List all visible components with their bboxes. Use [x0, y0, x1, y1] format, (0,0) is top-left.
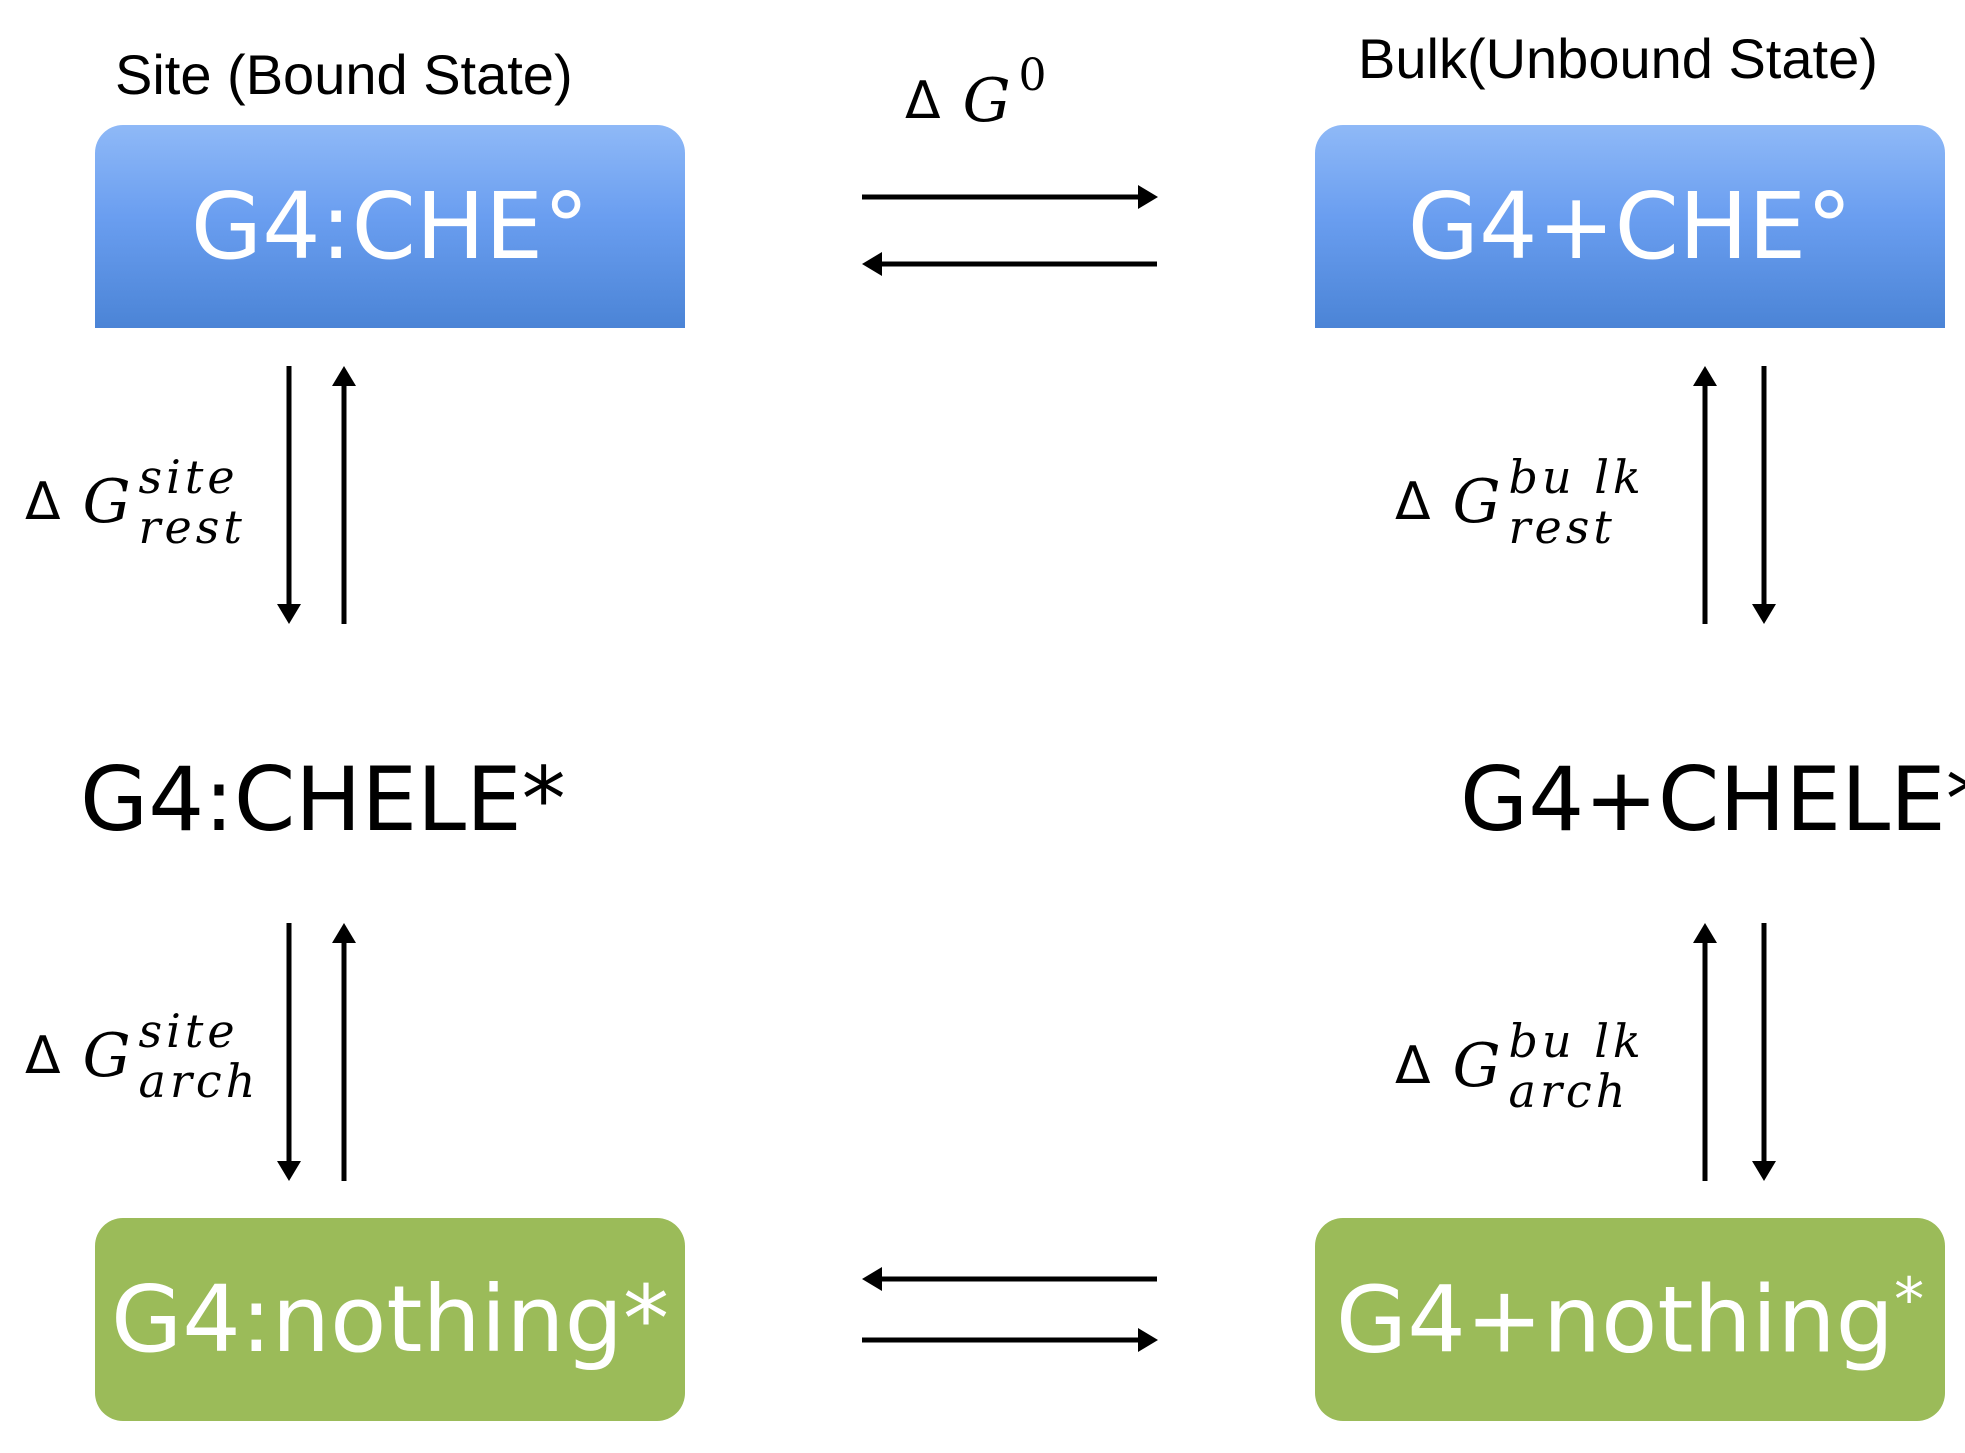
- site-bound-che-box: G4:CHE°: [95, 125, 685, 328]
- arrowhead: [277, 1161, 301, 1181]
- bulk-nothing-box: G4+nothing*: [1315, 1218, 1945, 1421]
- bulk-nothing-label: G4+nothing*: [1336, 1265, 1924, 1374]
- arrowhead: [862, 252, 882, 276]
- bulk-chele-state: G4+CHELE*: [1460, 748, 1965, 851]
- scripts: site arch: [139, 1006, 260, 1106]
- delta-g-site-arch-label: Δ G site arch: [25, 1006, 259, 1106]
- site-bound-che-label: G4:CHE°: [190, 173, 590, 280]
- superscript: bu lk: [1508, 1014, 1645, 1068]
- site-nothing-box: G4:nothing*: [95, 1218, 685, 1421]
- bulk-unbound-che-label: G4+CHE°: [1407, 173, 1853, 280]
- g-symbol: G: [82, 1021, 131, 1091]
- bulk-unbound-che-box: G4+CHE°: [1315, 125, 1945, 328]
- site-chele-state: G4:CHELE*: [80, 748, 566, 851]
- delta-g-site-rest-label: Δ G site rest: [25, 452, 246, 552]
- subscript: arch: [1508, 1064, 1630, 1118]
- delta-g-bulk-rest-label: Δ G bu lk rest: [1395, 452, 1645, 552]
- arrowhead: [1693, 923, 1717, 943]
- arrowhead: [1693, 366, 1717, 386]
- delta-symbol: Δ: [1395, 1036, 1431, 1096]
- bulk-nothing-base: G4+nothing: [1335, 1266, 1895, 1374]
- g-symbol: G: [1452, 467, 1501, 537]
- superscript: site: [138, 450, 239, 504]
- subscript: rest: [138, 500, 246, 554]
- arrowhead: [862, 1267, 882, 1291]
- delta-g-bulk-arch-label: Δ G bu lk arch: [1395, 1016, 1645, 1116]
- site-heading: Site (Bound State): [115, 43, 573, 106]
- g-symbol: G: [82, 467, 131, 537]
- bulk-nothing-star: *: [1894, 1265, 1925, 1336]
- delta-symbol: Δ: [25, 472, 61, 532]
- g-symbol: G: [1452, 1031, 1501, 1101]
- scripts: bu lk arch: [1509, 1016, 1645, 1116]
- arrowhead: [1752, 604, 1776, 624]
- delta-g0-label: Δ G 0: [905, 50, 1047, 136]
- arrowhead: [1752, 1161, 1776, 1181]
- arrowhead: [277, 604, 301, 624]
- scripts: site rest: [139, 452, 246, 552]
- g-symbol: G: [962, 66, 1011, 136]
- arrowhead: [1138, 185, 1158, 209]
- g0-superscript: 0: [1018, 50, 1047, 101]
- subscript: rest: [1508, 500, 1616, 554]
- arrowhead: [332, 923, 356, 943]
- delta-symbol: Δ: [1395, 472, 1431, 532]
- superscript: site: [138, 1004, 239, 1058]
- bulk-heading: Bulk(Unbound State): [1358, 27, 1878, 90]
- arrowhead: [332, 366, 356, 386]
- scripts: bu lk rest: [1509, 452, 1645, 552]
- superscript: bu lk: [1508, 450, 1645, 504]
- delta-symbol: Δ: [905, 71, 941, 131]
- arrowhead: [1138, 1328, 1158, 1352]
- subscript: arch: [138, 1054, 260, 1108]
- delta-symbol: Δ: [25, 1026, 61, 1086]
- site-nothing-label: G4:nothing*: [110, 1266, 670, 1373]
